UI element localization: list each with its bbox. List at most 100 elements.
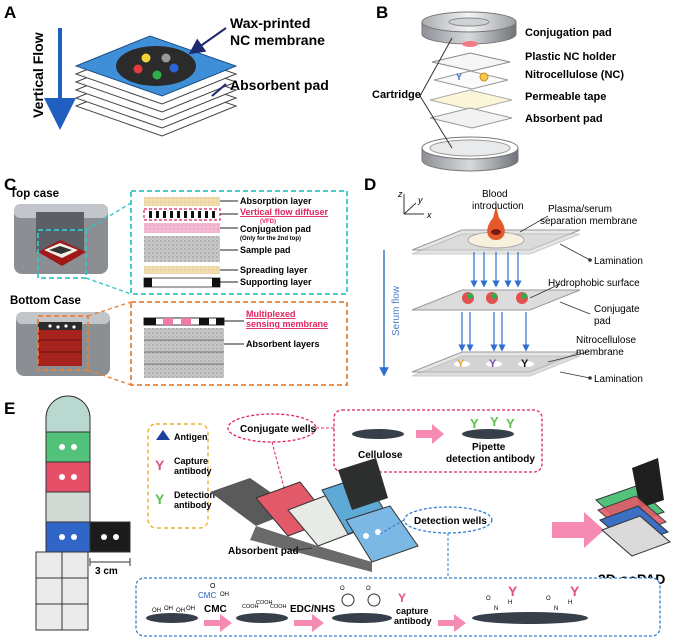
serum-flow-label: Serum flow bbox=[391, 285, 402, 336]
detection-wells-label: Detection wells bbox=[414, 516, 487, 527]
conjugation-pad bbox=[462, 41, 478, 47]
capture-label-1: capture bbox=[396, 606, 429, 616]
spot-green bbox=[152, 70, 162, 80]
panel-a: A Vertical Flow Wax-printed NC membrane … bbox=[4, 3, 329, 137]
panel-d: D z y x Serum flow Y Y Y bbox=[364, 175, 643, 385]
svg-text:O: O bbox=[210, 583, 216, 590]
svg-text:Y: Y bbox=[470, 416, 479, 431]
svg-text:Y: Y bbox=[490, 414, 499, 429]
svg-text:OH: OH bbox=[220, 592, 229, 598]
svg-text:Y: Y bbox=[570, 583, 580, 599]
layer-permeable-tape: Permeable tape bbox=[525, 91, 606, 103]
nitrocellulose bbox=[433, 70, 509, 90]
svg-text:Y: Y bbox=[508, 583, 518, 599]
legend-capture-2: antibody bbox=[174, 466, 212, 476]
absorbent-layers-label: Absorbent layers bbox=[246, 339, 320, 349]
svg-text:O: O bbox=[340, 586, 345, 592]
svg-text:Y: Y bbox=[457, 358, 465, 370]
scale-label: 3 cm bbox=[95, 566, 118, 577]
blood-label-1: Blood bbox=[482, 189, 508, 200]
nc-label-2: membrane bbox=[576, 347, 624, 358]
vfd-layer bbox=[143, 208, 221, 221]
panel-b-letter: B bbox=[376, 3, 388, 22]
step-arrow-2 bbox=[204, 614, 232, 632]
svg-text:N: N bbox=[554, 606, 558, 612]
membrane-pointer bbox=[188, 27, 227, 55]
capture-antibody-icon: Y bbox=[155, 457, 165, 473]
absorption-layer bbox=[144, 197, 220, 206]
hydrophobic-label: Hydrophobic surface bbox=[548, 278, 640, 289]
panel-c: C Top case bbox=[4, 175, 348, 386]
axis-x-label: x bbox=[426, 210, 432, 220]
blood-label-2: introduction bbox=[472, 201, 524, 212]
conj-pad-label: Conjugation pad bbox=[240, 224, 311, 234]
d-pointers bbox=[519, 215, 591, 379]
svg-text:OH: OH bbox=[164, 606, 173, 612]
wax-printed-label: Wax-printed bbox=[230, 15, 310, 31]
panel-e-letter: E bbox=[4, 399, 15, 418]
bottom-case-label: Bottom Case bbox=[10, 295, 81, 307]
svg-text:Y: Y bbox=[489, 358, 497, 370]
antigen-icon bbox=[156, 430, 170, 440]
detection-antibody-icon: Y bbox=[155, 491, 165, 507]
legend-antigen: Antigen bbox=[174, 432, 208, 442]
pipette-label-1: Pipette bbox=[472, 442, 506, 453]
step-arrow-3 bbox=[294, 614, 324, 632]
capture-antibody-structure: Y bbox=[398, 591, 406, 605]
svg-text:N: N bbox=[494, 606, 498, 612]
panel-b: B Y Cartridge Conjugation pad Plastic NC… bbox=[372, 3, 624, 172]
svg-text:O: O bbox=[486, 596, 491, 602]
y-axis bbox=[403, 202, 417, 215]
supporting-layer-label: Supporting layer bbox=[240, 277, 312, 287]
cartridge-label: Cartridge bbox=[372, 89, 421, 101]
layer-plastic-holder: Plastic NC holder bbox=[525, 51, 617, 63]
absorbent-layers bbox=[144, 328, 224, 378]
spreading-layer-label: Spreading layer bbox=[240, 265, 308, 275]
cmc-structure: CMC bbox=[198, 591, 216, 600]
lamination-top-label: Lamination bbox=[594, 256, 643, 267]
absorbent-pad-label: Absorbent pad bbox=[230, 77, 329, 93]
assembly-arrow bbox=[552, 512, 604, 548]
vfd-label: Vertical flow diffuser bbox=[240, 207, 329, 217]
lamination-bottom-label: Lamination bbox=[594, 374, 643, 385]
pipette-label-2: detection antibody bbox=[446, 454, 535, 465]
gold-nanoparticle bbox=[479, 72, 489, 82]
capture-label-2: antibody bbox=[394, 616, 432, 626]
absorption-layer-label: Absorption layer bbox=[240, 196, 312, 206]
cellulose-label: Cellulose bbox=[358, 450, 403, 461]
chem-step-4: ON H ON H Y Y bbox=[472, 583, 588, 624]
cartridge-bracket bbox=[419, 37, 453, 149]
nc-membrane-label: NC membrane bbox=[230, 32, 325, 48]
bottom-case-device bbox=[16, 312, 110, 376]
supporting-layer bbox=[143, 277, 221, 288]
axis-y-label: y bbox=[417, 195, 423, 205]
spot-red bbox=[133, 64, 143, 74]
absorbent-pad-b bbox=[429, 107, 513, 129]
top-case-device bbox=[14, 204, 108, 274]
unfolded-strip bbox=[35, 395, 131, 631]
permeable-tape bbox=[429, 89, 513, 111]
layer-nitrocellulose: Nitrocellulose (NC) bbox=[525, 69, 624, 81]
capture-antibody-glyph: Y bbox=[456, 72, 462, 82]
conjugation-step-box bbox=[333, 409, 543, 473]
plasma-label-1: Plasma/serum bbox=[548, 204, 612, 215]
legend-capture-1: Capture bbox=[174, 456, 208, 466]
step-arrow-4 bbox=[438, 614, 466, 632]
flow-arrows bbox=[458, 252, 530, 352]
panel-e: E 3 cm Antigen Y Capture antibody bbox=[4, 395, 671, 637]
bottom-highlight-box bbox=[37, 315, 89, 371]
cmc-label: CMC bbox=[204, 604, 227, 615]
multiplexed-label-1: Multiplexed bbox=[246, 309, 296, 319]
plastic-nc-holder bbox=[431, 52, 511, 72]
vfd-abbr: (VFD) bbox=[260, 219, 276, 225]
axis-z-label: z bbox=[397, 189, 403, 199]
spreading-layer bbox=[144, 266, 220, 274]
legend-detection-2: antibody bbox=[174, 500, 212, 510]
edc-label: EDC/NHS bbox=[290, 604, 335, 615]
top-highlight-box bbox=[37, 229, 87, 279]
plasma-label-2: separation membrane bbox=[540, 216, 638, 227]
svg-text:H: H bbox=[568, 600, 572, 606]
